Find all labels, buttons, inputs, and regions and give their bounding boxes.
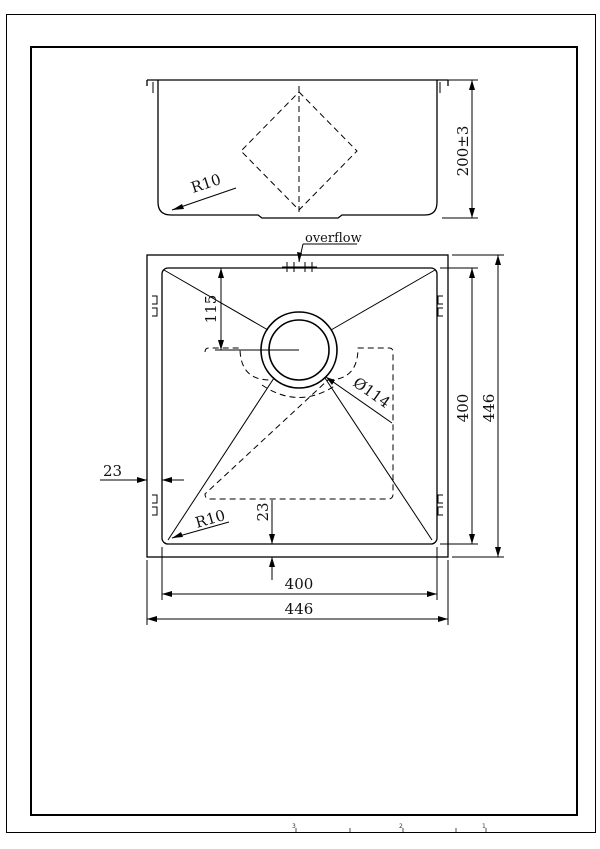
bottom-radius-label: R10 bbox=[193, 506, 227, 532]
outer-width-label: 446 bbox=[285, 600, 314, 618]
bottom-gap-label: 23 bbox=[254, 502, 272, 521]
outer-height-label: 446 bbox=[480, 394, 498, 423]
top-view bbox=[100, 243, 504, 625]
side-radius-label: R10 bbox=[189, 170, 223, 197]
drain-offset-label: 115 bbox=[202, 295, 220, 324]
overflow-label: overflow bbox=[305, 231, 362, 246]
inner-width-label: 400 bbox=[285, 575, 314, 593]
sheet-tick-2: 2 bbox=[399, 823, 403, 830]
sheet-ticks bbox=[295, 828, 487, 832]
sheet-tick-1: 1 bbox=[482, 823, 486, 830]
drain-diameter-label: Ø114 bbox=[350, 374, 394, 412]
sheet-tick-3: 3 bbox=[292, 823, 296, 830]
inner-height-label: 400 bbox=[454, 394, 472, 423]
side-height-label: 200±3 bbox=[454, 126, 472, 177]
side-view bbox=[146, 79, 478, 219]
flange-width-label: 23 bbox=[103, 462, 122, 480]
sheet-border bbox=[6, 14, 596, 833]
